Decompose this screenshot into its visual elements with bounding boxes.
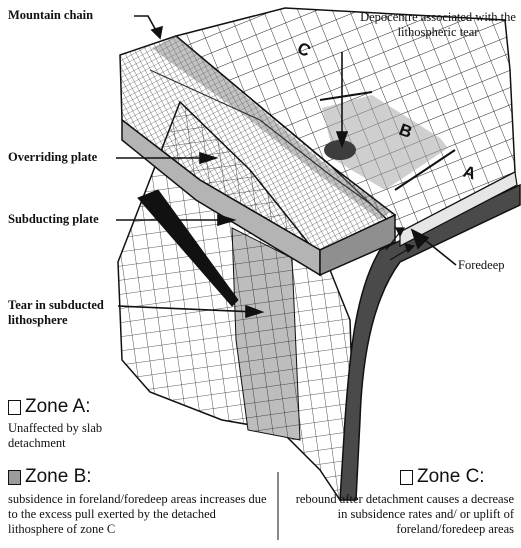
zone-a-swatch bbox=[8, 399, 21, 415]
zone-b-title: Zone B: bbox=[8, 466, 92, 488]
foreland-plate bbox=[174, 7, 518, 247]
overriding-plate bbox=[119, 35, 397, 277]
label-tear: Tear in subducted lithosphere bbox=[8, 298, 104, 327]
label-overriding-plate: Overriding plate bbox=[8, 150, 98, 164]
zone-b-swatch bbox=[8, 469, 21, 485]
zone-c-title-text: Zone C: bbox=[417, 466, 485, 487]
label-depocentre: Depocentre associated with the lithosphe… bbox=[360, 10, 516, 39]
block-letter-a: A bbox=[461, 162, 479, 184]
zone-a-title-text: Zone A: bbox=[25, 396, 91, 417]
label-subducting-plate: Subducting plate bbox=[8, 212, 99, 226]
label-mountain-chain: Mountain chain bbox=[8, 8, 94, 22]
motion-arrows bbox=[385, 227, 416, 261]
label-foredeep: Foredeep bbox=[458, 258, 505, 272]
zone-c-swatch bbox=[400, 469, 413, 485]
zone-c-title: Zone C: bbox=[400, 466, 485, 488]
tear-wedge bbox=[137, 189, 239, 307]
block-letter-b: B bbox=[397, 120, 415, 142]
leader-lines bbox=[116, 15, 457, 319]
zone-c-text: rebound after detachment causes a decrea… bbox=[295, 492, 514, 536]
zone-a-text: Unaffected by slab detachment bbox=[8, 421, 103, 450]
zone-b-title-text: Zone B: bbox=[25, 466, 92, 487]
depocentre-spot bbox=[324, 140, 356, 160]
zone-a-title: Zone A: bbox=[8, 396, 91, 418]
zone-b-text: subsidence in foreland/foredeep areas in… bbox=[8, 492, 267, 536]
subducting-slab bbox=[117, 100, 356, 502]
slab-edge-band bbox=[339, 183, 521, 501]
